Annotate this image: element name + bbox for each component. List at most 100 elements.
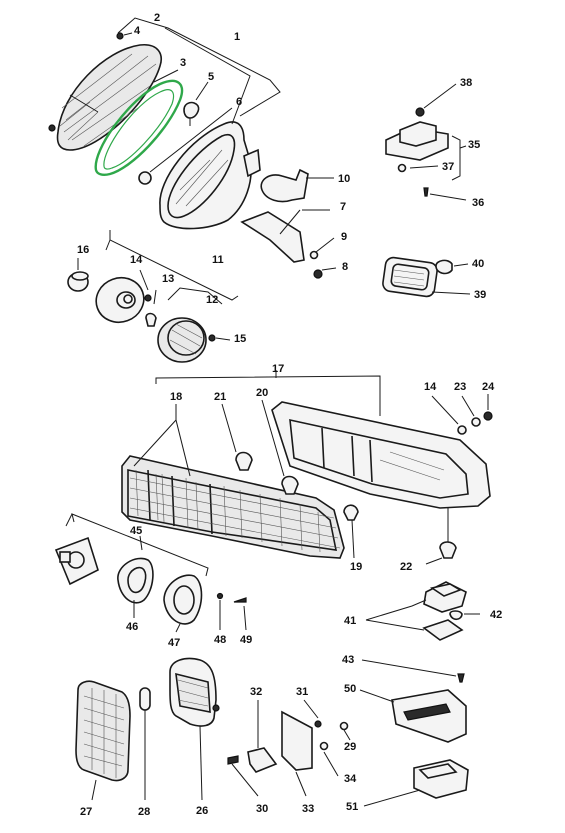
relay-group — [385, 83, 467, 201]
label-38: 38 — [460, 77, 472, 89]
label-30: 30 — [256, 803, 268, 815]
label-43: 43 — [342, 654, 354, 666]
label-28: 28 — [138, 806, 150, 818]
switch-50 — [391, 689, 467, 743]
label-14b: 14 — [424, 381, 437, 393]
plate-33 — [281, 710, 313, 771]
bulb-13 — [145, 312, 157, 327]
screw-4 — [116, 32, 133, 40]
bulb-40 — [435, 259, 453, 275]
label-37: 37 — [442, 161, 454, 173]
nut-48 — [216, 592, 224, 600]
label-6: 6 — [236, 96, 242, 108]
label-50: 50 — [344, 683, 356, 695]
label-8: 8 — [342, 261, 348, 273]
screw-30 — [227, 755, 239, 765]
washer-23 — [471, 417, 481, 427]
license-group — [54, 513, 247, 633]
label-4: 4 — [134, 25, 141, 37]
label-23: 23 — [454, 381, 466, 393]
bracket-group — [227, 699, 351, 797]
washer-9 — [309, 250, 319, 260]
part-numbers: 1 2 3 4 5 6 7 8 9 10 11 12 13 14 15 16 1… — [77, 12, 502, 818]
label-18: 18 — [170, 391, 182, 403]
nut-24 — [483, 411, 493, 421]
label-46: 46 — [126, 621, 138, 633]
screw-43 — [457, 673, 465, 683]
label-49: 49 — [240, 634, 252, 646]
label-16: 16 — [77, 244, 89, 256]
label-41: 41 — [344, 615, 356, 627]
gasket-ring — [94, 79, 184, 176]
label-5: 5 — [208, 71, 214, 83]
sidelamp-lens — [157, 317, 207, 363]
taillamp-group — [121, 370, 493, 565]
label-34: 34 — [344, 773, 357, 785]
bulb-28 — [139, 687, 151, 800]
right-parts-group — [359, 581, 480, 807]
screw-49 — [233, 597, 247, 603]
lower-left-group — [75, 657, 220, 801]
socket-10 — [260, 168, 309, 203]
label-7: 7 — [340, 201, 346, 213]
bulb-22 — [439, 541, 457, 559]
label-26: 26 — [196, 805, 208, 817]
label-1: 1 — [234, 31, 240, 43]
lens-27 — [75, 680, 131, 782]
label-29: 29 — [344, 741, 356, 753]
label-31: 31 — [296, 686, 308, 698]
label-24: 24 — [482, 381, 495, 393]
screw-left — [48, 124, 56, 132]
label-36: 36 — [472, 197, 484, 209]
bulb-5 — [183, 101, 200, 126]
nut-37 — [397, 163, 407, 173]
bulb-small — [138, 171, 152, 185]
sidelamp-group — [67, 230, 239, 363]
headlamp-housing — [159, 121, 261, 230]
label-45: 45 — [130, 525, 142, 537]
sidelamp-base — [95, 276, 145, 324]
label-27: 27 — [80, 806, 92, 818]
taillamp-lens — [121, 455, 345, 559]
label-12: 12 — [206, 294, 218, 306]
bulb-20 — [281, 475, 299, 495]
marker-group — [382, 256, 471, 298]
nut-38 — [415, 107, 425, 117]
label-19: 19 — [350, 561, 362, 573]
switch-51 — [413, 759, 469, 799]
label-2: 2 — [154, 12, 160, 24]
label-32: 32 — [250, 686, 262, 698]
label-47: 47 — [168, 637, 180, 649]
marker-39 — [382, 256, 438, 298]
label-11: 11 — [212, 254, 224, 266]
label-51: 51 — [346, 801, 358, 813]
label-21: 21 — [214, 391, 226, 403]
label-20: 20 — [256, 387, 268, 399]
bracket-7 — [240, 211, 305, 263]
gasket-46 — [117, 557, 154, 604]
label-35: 35 — [468, 139, 480, 151]
lamp-16 — [67, 271, 89, 292]
label-33: 33 — [302, 803, 314, 815]
label-3: 3 — [180, 57, 186, 69]
screw-36 — [423, 187, 429, 197]
label-22: 22 — [400, 561, 412, 573]
grommet-14 — [144, 294, 152, 302]
grommet-14b — [457, 425, 467, 435]
label-40: 40 — [472, 258, 484, 270]
nut-29 — [339, 721, 349, 731]
bracket-32 — [247, 747, 278, 773]
label-14a: 14 — [130, 254, 143, 266]
bulb-21 — [235, 451, 253, 471]
relay-41 — [423, 581, 467, 613]
label-48: 48 — [214, 634, 226, 646]
nut-31 — [314, 720, 322, 728]
bulb-42 — [449, 610, 463, 621]
headlamp-group — [48, 17, 337, 279]
label-9: 9 — [341, 231, 347, 243]
label-10: 10 — [338, 173, 350, 185]
bulb-19 — [343, 504, 359, 521]
washer-34 — [319, 741, 329, 751]
screw-15 — [208, 334, 216, 342]
